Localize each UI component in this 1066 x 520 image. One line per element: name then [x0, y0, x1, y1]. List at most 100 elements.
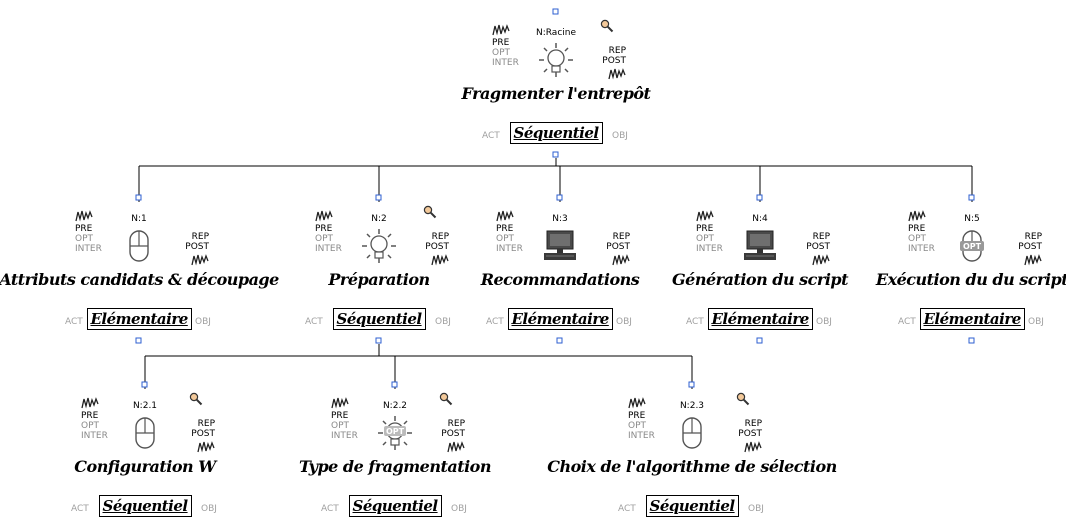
- svg-text:OPT: OPT: [963, 242, 982, 251]
- rep-label: REP: [191, 232, 209, 242]
- svg-text:OPT: OPT: [386, 427, 405, 436]
- lightbulb-icon: [361, 228, 397, 268]
- lightbulb-icon: [538, 42, 574, 82]
- magnifier-icon[interactable]: [423, 205, 437, 219]
- task-node-n1[interactable]: N:1 PRE OPT INTER REP POST Attributs can…: [0, 194, 279, 339]
- rep-label: REP: [447, 419, 465, 429]
- precondition-icon: [331, 397, 349, 409]
- inter-label: INTER: [696, 244, 723, 254]
- node-id: N:1: [131, 214, 147, 224]
- task-node-n4[interactable]: N:4 PRE OPT INTER REP POST Génération du…: [620, 194, 900, 339]
- act-label: ACT: [321, 504, 339, 514]
- output-port[interactable]: [135, 337, 142, 344]
- rep-label: REP: [612, 232, 630, 242]
- inter-label: INTER: [315, 244, 342, 254]
- rep-label: REP: [197, 419, 215, 429]
- magnifier-icon[interactable]: [600, 19, 614, 33]
- postcondition-icon: [447, 441, 465, 453]
- node-id: N:2.1: [132, 401, 158, 411]
- input-port[interactable]: [756, 194, 763, 201]
- input-port[interactable]: [141, 381, 148, 388]
- opt-label: OPT: [492, 48, 511, 58]
- obj-label: OBJ: [201, 504, 217, 514]
- magnifier-icon[interactable]: [189, 392, 203, 406]
- pre-label: PRE: [496, 224, 514, 234]
- task-title: Exécution du du script: [875, 270, 1066, 289]
- task-node-n22[interactable]: N:2.2 OPT PRE OPT INTER REP POST Type de…: [255, 381, 535, 520]
- magnifier-icon[interactable]: [736, 392, 750, 406]
- post-label: POST: [1018, 242, 1042, 252]
- output-port[interactable]: [968, 337, 975, 344]
- postcondition-icon: [1024, 254, 1042, 266]
- opt-label: OPT: [496, 234, 515, 244]
- postcondition-icon: [431, 254, 449, 266]
- precondition-icon: [628, 397, 646, 409]
- output-port[interactable]: [556, 337, 563, 344]
- operator-box[interactable]: Elémentaire: [507, 308, 613, 330]
- task-node-n3[interactable]: N:3 PRE OPT INTER REP POST Recommandatio…: [420, 194, 700, 339]
- operator-box[interactable]: Elémentaire: [86, 308, 192, 330]
- precondition-icon: [315, 210, 333, 222]
- output-port[interactable]: [375, 337, 382, 344]
- input-port[interactable]: [135, 194, 142, 201]
- input-port[interactable]: [375, 194, 382, 201]
- operator-box[interactable]: Séquentiel: [645, 495, 739, 517]
- node-id: N:2.3: [679, 401, 705, 411]
- rep-label: REP: [744, 419, 762, 429]
- task-node-n21[interactable]: N:2.1 PRE OPT INTER REP POST Configurati…: [5, 381, 285, 520]
- output-port[interactable]: [756, 337, 763, 344]
- input-port[interactable]: [552, 8, 559, 15]
- operator-box[interactable]: Séquentiel: [348, 495, 442, 517]
- task-node-n23[interactable]: N:2.3 PRE OPT INTER REP POST Choix de l'…: [547, 381, 837, 520]
- operator-box[interactable]: Elémentaire: [707, 308, 813, 330]
- postcondition-icon: [744, 441, 762, 453]
- postcondition-icon: [197, 441, 215, 453]
- task-node-root[interactable]: N:Racine PRE OPT INTER REP POST Fragment…: [416, 8, 696, 153]
- opt-label: OPT: [331, 421, 350, 431]
- obj-label: OBJ: [616, 317, 632, 327]
- rep-label: REP: [608, 46, 626, 56]
- obj-label: OBJ: [612, 131, 628, 141]
- operator-box[interactable]: Séquentiel: [332, 308, 426, 330]
- opt-label: OPT: [75, 234, 94, 244]
- input-port[interactable]: [688, 381, 695, 388]
- obj-label: OBJ: [816, 317, 832, 327]
- mouse-icon: [133, 415, 157, 455]
- post-label: POST: [606, 242, 630, 252]
- rep-label: REP: [431, 232, 449, 242]
- output-port[interactable]: [552, 151, 559, 158]
- task-node-n5[interactable]: N:5 OPT PRE OPT INTER REP POST Exécution…: [832, 194, 1066, 339]
- obj-label: OBJ: [451, 504, 467, 514]
- input-port[interactable]: [968, 194, 975, 201]
- mouse-icon: [127, 228, 151, 268]
- act-label: ACT: [482, 131, 500, 141]
- input-port[interactable]: [556, 194, 563, 201]
- node-id: N:4: [752, 214, 768, 224]
- task-title: Génération du script: [671, 270, 849, 289]
- operator-box[interactable]: Séquentiel: [98, 495, 192, 517]
- precondition-icon: [696, 210, 714, 222]
- inter-label: INTER: [75, 244, 102, 254]
- node-id: N:Racine: [535, 28, 577, 38]
- rep-label: REP: [812, 232, 830, 242]
- task-title: Type de fragmentation: [299, 457, 491, 476]
- inter-label: INTER: [492, 58, 519, 68]
- operator-box[interactable]: Elémentaire: [919, 308, 1025, 330]
- postcondition-icon: [812, 254, 830, 266]
- pre-label: PRE: [331, 411, 349, 421]
- post-label: POST: [738, 429, 762, 439]
- postcondition-icon: [191, 254, 209, 266]
- magnifier-icon[interactable]: [439, 392, 453, 406]
- pre-label: PRE: [628, 411, 646, 421]
- input-port[interactable]: [391, 381, 398, 388]
- act-label: ACT: [898, 317, 916, 327]
- task-title: Recommandations: [480, 270, 640, 289]
- node-id: N:3: [552, 214, 568, 224]
- task-node-n2[interactable]: N:2 PRE OPT INTER REP POST Préparation A…: [239, 194, 519, 339]
- obj-label: OBJ: [1028, 317, 1044, 327]
- inter-label: INTER: [628, 431, 655, 441]
- post-label: POST: [425, 242, 449, 252]
- pre-label: PRE: [75, 224, 93, 234]
- operator-box[interactable]: Séquentiel: [509, 122, 603, 144]
